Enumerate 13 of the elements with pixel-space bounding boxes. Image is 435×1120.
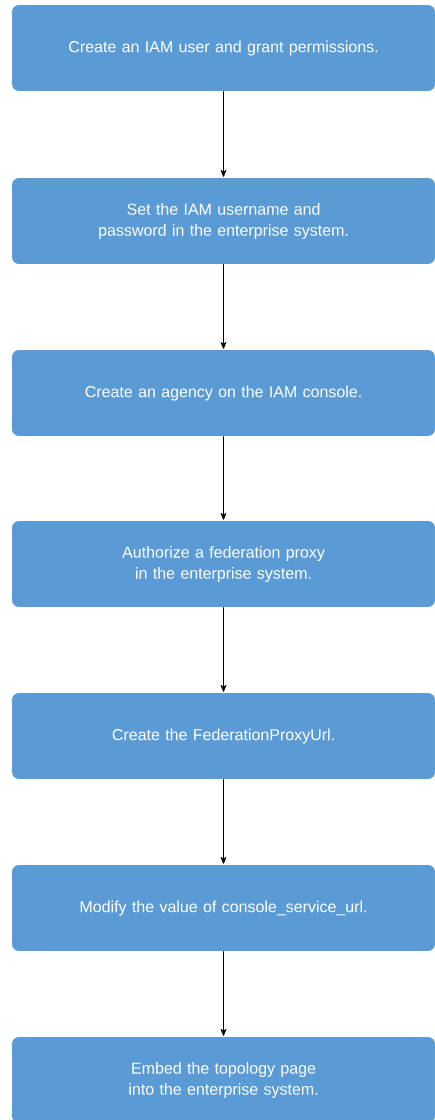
process-box: Create the FederationProxyUrl. xyxy=(12,693,435,779)
process-box: Modify the value of console_service_url. xyxy=(12,865,435,951)
process-box: Embed the topology page into the enterprise system. xyxy=(12,1037,435,1120)
arrow xyxy=(220,606,227,692)
process-box: Create an agency on the IAM console. xyxy=(12,350,435,436)
arrow xyxy=(220,90,227,177)
arrow xyxy=(220,263,227,349)
process-box: Create an IAM user and grant permissions. xyxy=(12,5,435,91)
process-box: Set the IAM username and password in the enterprise system. xyxy=(12,178,435,264)
arrow xyxy=(220,435,227,520)
arrow xyxy=(220,950,227,1036)
process-box: Authorize a federation proxy in the enterprise system. xyxy=(12,521,435,607)
arrow xyxy=(220,778,227,864)
